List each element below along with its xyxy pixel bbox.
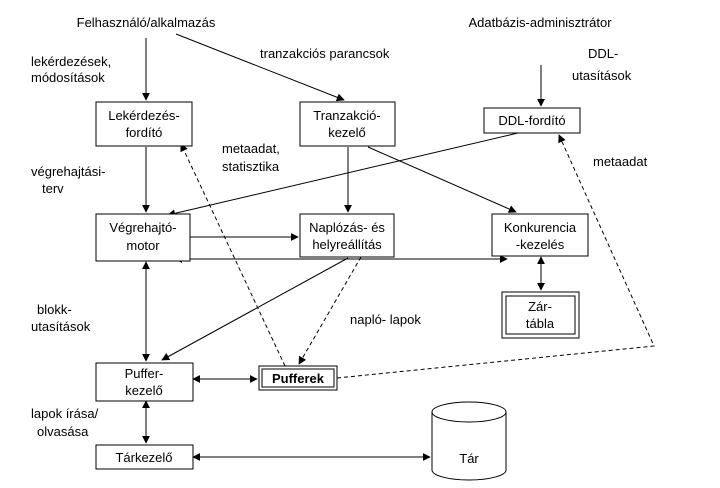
actor-dba: Adatbázis-adminisztrátor xyxy=(468,15,612,30)
concurrency-line-2: -kezelés xyxy=(516,237,565,252)
ddl-compiler-box: DDL-fordító xyxy=(483,107,581,134)
edges xyxy=(142,33,655,461)
logging-recovery-line-1: Naplózás- és xyxy=(309,220,385,235)
buffer-manager-box: Puffer- kezelő xyxy=(95,362,194,402)
query-compiler-line-2: fordító xyxy=(126,125,163,140)
concurrency-line-1: Konkurencia xyxy=(504,220,577,235)
transaction-manager-line-1: Tranzakció- xyxy=(313,108,380,123)
label-metadata-stats-line-2: statisztika xyxy=(222,159,280,174)
buffers-box: Pufferek xyxy=(258,365,338,391)
label-queries-line-1: lekérdezések, xyxy=(31,54,111,69)
label-ddl-commands-line-1: DDL- xyxy=(588,46,618,61)
actors: Felhasználó/alkalmazás Adatbázis-adminis… xyxy=(77,15,613,30)
edge-logging-to-buffer-manager xyxy=(161,257,349,361)
transaction-manager-box: Tranzakció- kezelő xyxy=(299,101,396,147)
execution-engine-box: Végrehajtó- motor xyxy=(95,213,191,262)
label-metadata: metaadat xyxy=(593,154,648,169)
query-compiler-line-1: Lekérdezés- xyxy=(108,108,180,123)
lock-table-line-1: Zár- xyxy=(528,299,552,314)
query-compiler-box: Lekérdezés- fordító xyxy=(95,101,193,147)
execution-engine-line-1: Végrehajtó- xyxy=(109,220,176,235)
lock-table-box: Zár- tábla xyxy=(501,291,580,339)
label-page-rw-line-1: lapok írása/ xyxy=(31,406,99,421)
transaction-manager-line-2: kezelő xyxy=(328,125,366,140)
label-exec-plan-line-1: végrehajtási- xyxy=(31,164,105,179)
edge-logging-to-buffers xyxy=(298,256,362,365)
edge-buffers-to-ddl-compiler xyxy=(336,134,655,379)
label-page-rw-line-2: olvasása xyxy=(37,424,89,439)
buffers-label: Pufferek xyxy=(272,371,325,386)
storage-cylinder: Tár xyxy=(431,401,507,481)
label-queries-line-2: módosítások xyxy=(31,70,105,85)
actor-user: Felhasználó/alkalmazás xyxy=(77,15,216,30)
storage-label: Tár xyxy=(459,451,479,466)
buffer-manager-line-1: Puffer- xyxy=(125,366,164,381)
boxes: Lekérdezés- fordító Tranzakció- kezelő D… xyxy=(95,101,589,481)
concurrency-box: Konkurencia -kezelés xyxy=(491,213,589,257)
label-exec-plan-line-2: terv xyxy=(42,181,64,196)
label-ddl-commands-line-2: utasítások xyxy=(572,68,632,83)
edge-buffers-to-query-compiler xyxy=(180,143,286,367)
label-log-pages: napló- lapok xyxy=(350,312,421,327)
label-metadata-stats-line-1: metaadat, xyxy=(222,141,280,156)
label-block-commands-line-1: blokk- xyxy=(37,302,72,317)
label-block-commands-line-2: utasítások xyxy=(31,319,91,334)
ddl-compiler-label: DDL-fordító xyxy=(498,113,565,128)
execution-engine-line-2: motor xyxy=(126,238,160,253)
logging-recovery-line-2: helyreállítás xyxy=(312,237,382,252)
buffer-manager-line-2: kezelő xyxy=(125,383,163,398)
storage-manager-label: Tárkezelő xyxy=(115,450,172,465)
storage-manager-box: Tárkezelő xyxy=(95,444,194,470)
edge-user-to-transaction-manager xyxy=(175,33,345,102)
label-transaction-commands: tranzakciós parancsok xyxy=(260,46,390,61)
edge-ddl-compiler-to-execution-engine xyxy=(167,132,519,218)
edge-transaction-manager-to-concurrency xyxy=(367,146,517,213)
logging-recovery-box: Naplózás- és helyreállítás xyxy=(299,213,395,258)
edge-labels: lekérdezések, módosítások tranzakciós pa… xyxy=(31,46,648,439)
lock-table-line-2: tábla xyxy=(526,316,555,331)
